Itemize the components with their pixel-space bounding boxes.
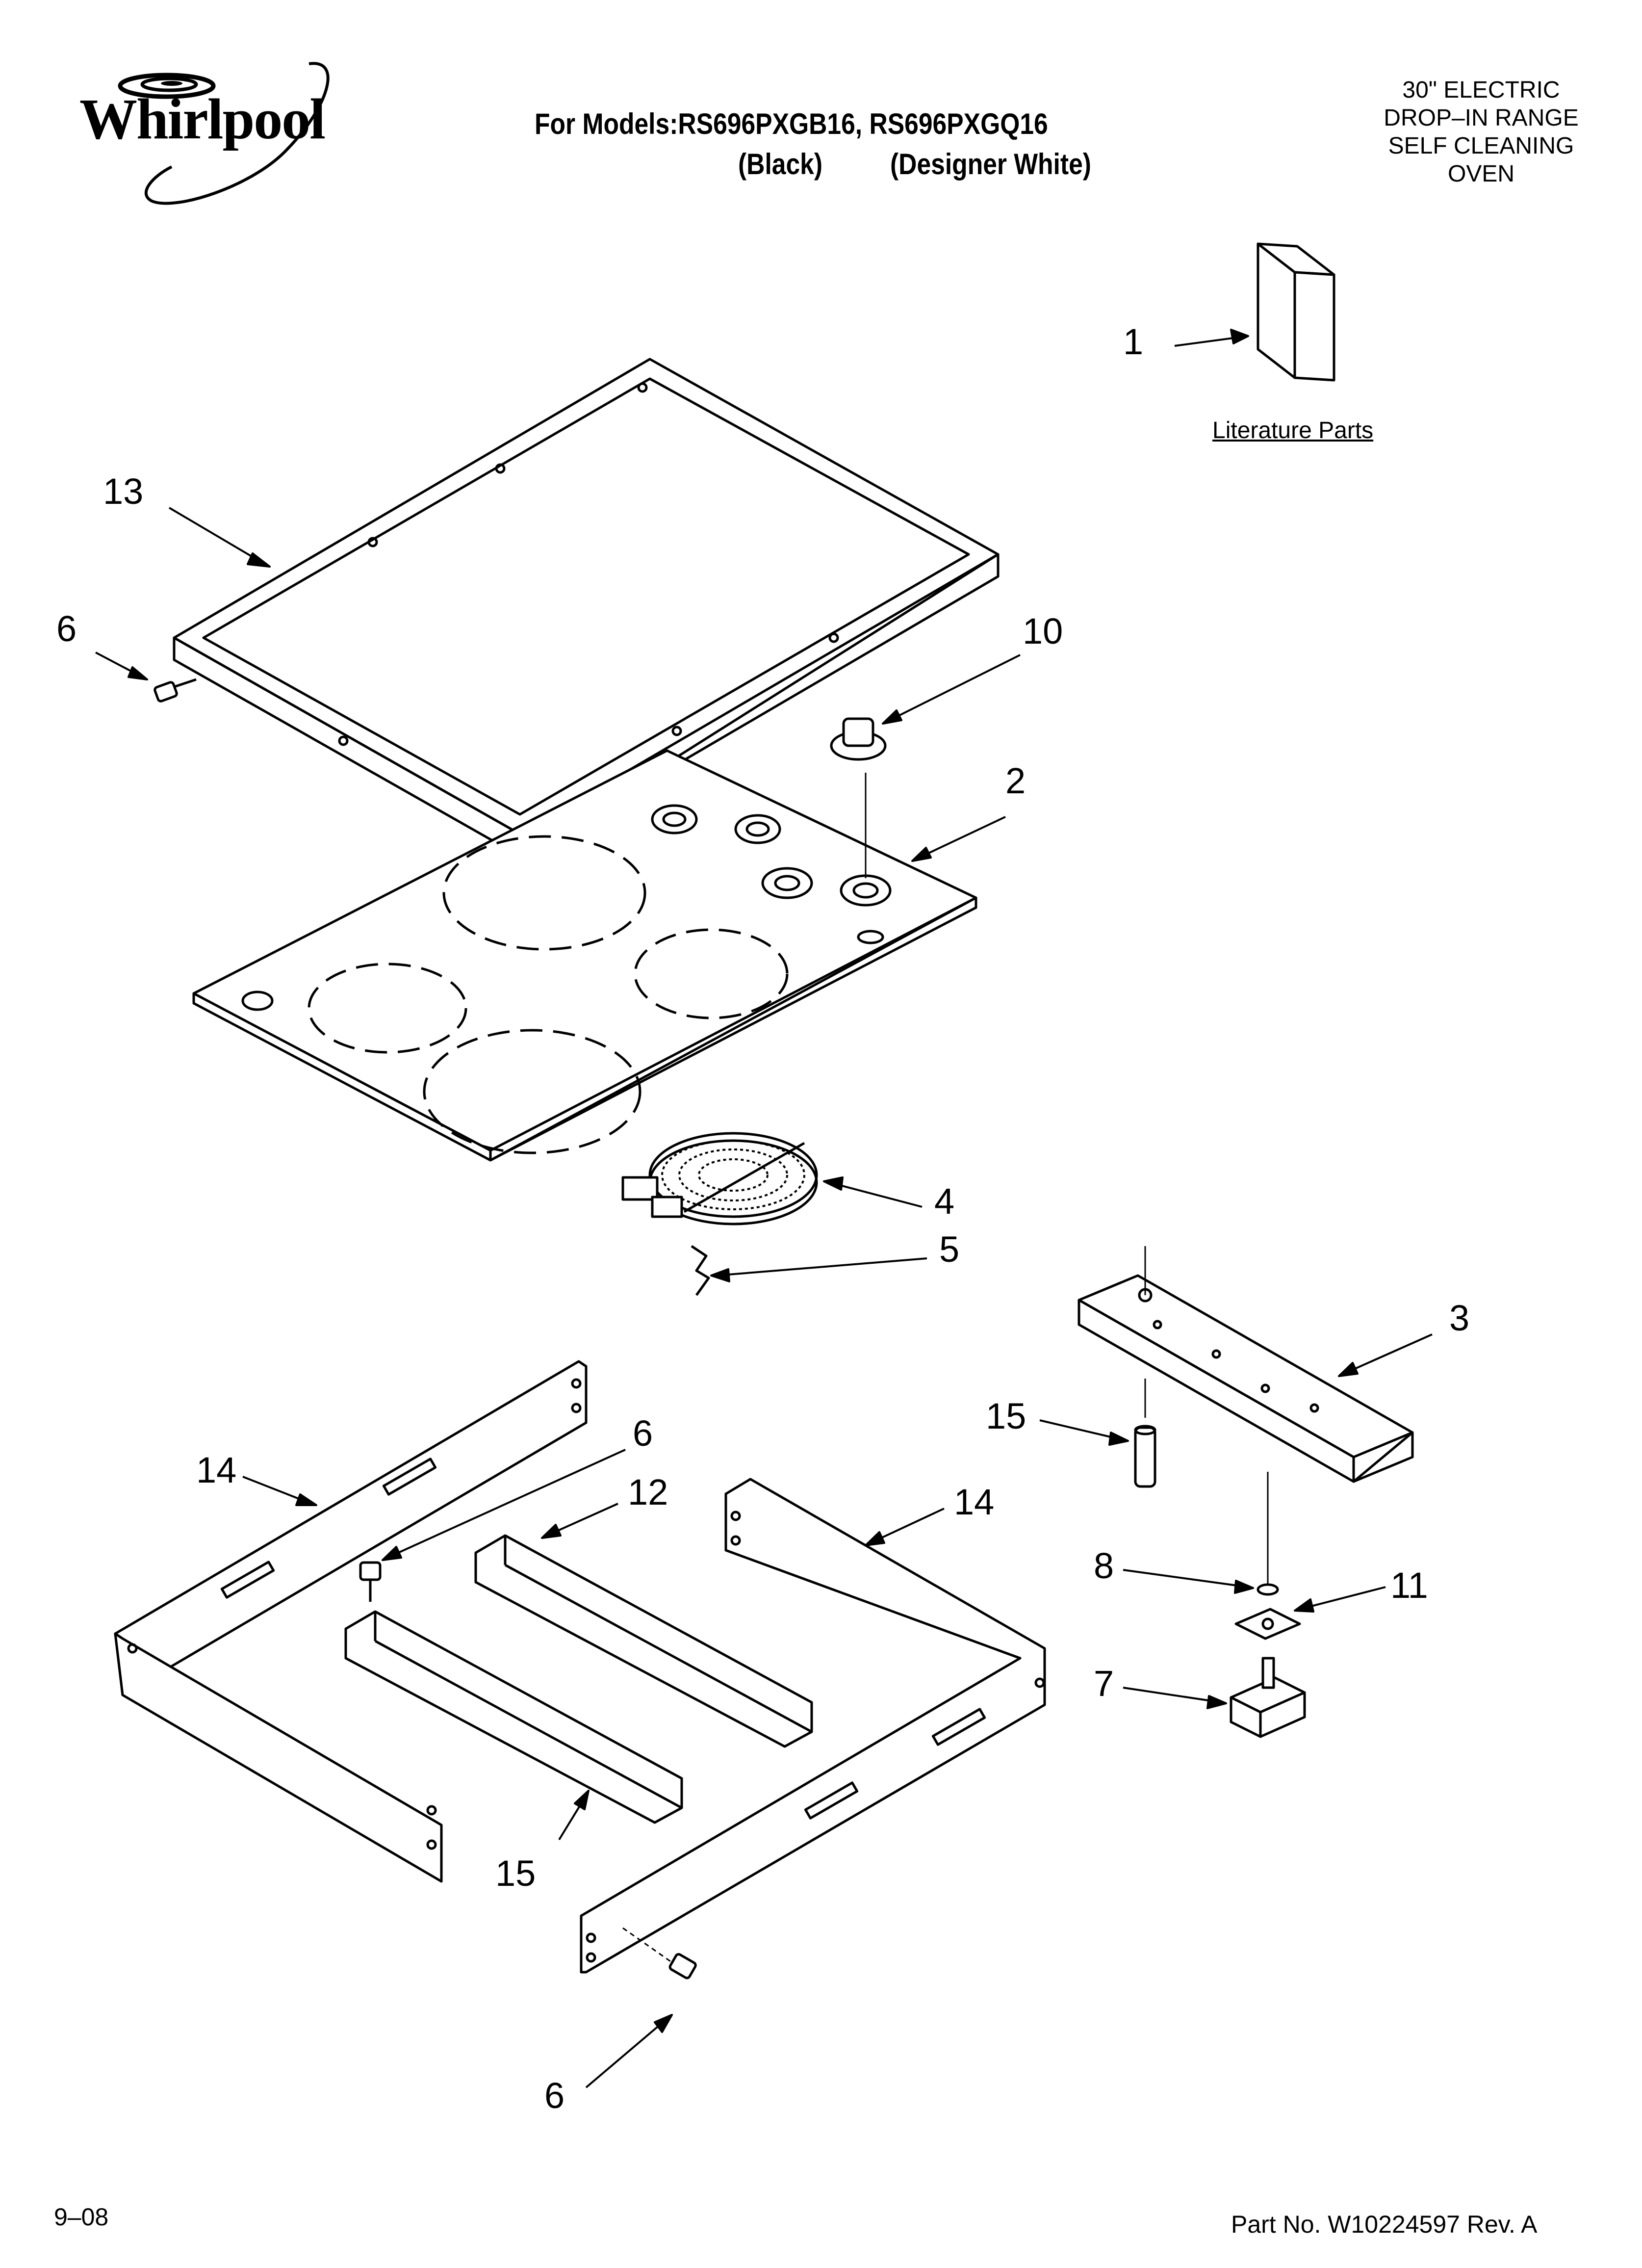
callout-12: 12: [628, 1472, 668, 1512]
side-rail-right: [580, 1478, 1046, 1974]
cooktop-frame: [173, 358, 1000, 858]
callout-14-right: 14: [954, 1482, 995, 1522]
callout-7: 7: [1094, 1663, 1114, 1704]
color-designer-white: (Designer White): [890, 148, 1091, 181]
whirlpool-logo: Whirlpool: [79, 86, 326, 153]
color-black: (Black): [738, 148, 823, 181]
literature-parts-label: Literature Parts: [1212, 417, 1374, 443]
callout-14-left: 14: [196, 1450, 237, 1490]
callout-15-lower: 15: [495, 1853, 536, 1894]
callout-2: 2: [1005, 760, 1026, 801]
switch-assembly: [1230, 1472, 1306, 1738]
element-clip: [691, 1245, 710, 1296]
logo-wordmark: Whirlpool: [79, 87, 326, 151]
screw-top-left: [154, 678, 197, 703]
product-line-2: DROP–IN RANGE: [1384, 105, 1579, 131]
models-line: For Models:RS696PXGB16, RS696PXGQ16: [535, 107, 1048, 140]
footer-date: 9–08: [54, 2203, 109, 2231]
literature-book: [1257, 242, 1335, 382]
callout-3: 3: [1449, 1298, 1470, 1338]
callout-4: 4: [934, 1181, 955, 1222]
callout-11: 11: [1390, 1565, 1428, 1606]
callout-10: 10: [1023, 611, 1063, 652]
callout-6-bottom: 6: [544, 2075, 565, 2116]
support-rail-15: [344, 1610, 683, 1824]
glass-cooktop: [192, 749, 977, 1162]
side-rail-left: [114, 1360, 588, 1883]
control-knob: [830, 717, 887, 878]
radiant-element: [621, 1132, 818, 1225]
callout-13: 13: [103, 471, 144, 512]
product-line-1: 30" ELECTRIC: [1402, 77, 1560, 103]
logo-swirl-icon: [118, 62, 330, 205]
product-line-3: SELF CLEANING: [1388, 133, 1574, 159]
screw-bottom: [622, 1927, 697, 1980]
callout-5: 5: [939, 1229, 960, 1270]
leader-arrows: [95, 329, 1433, 2088]
product-description: 30" ELECTRIC DROP–IN RANGE SELF CLEANING…: [1349, 76, 1614, 188]
callout-6-top: 6: [56, 608, 77, 649]
support-pin: [1134, 1379, 1156, 1488]
footer-part-number: Part No. W10224597 Rev. A: [1231, 2211, 1538, 2238]
callout-1: 1: [1123, 321, 1144, 362]
screw-middle: [359, 1561, 382, 1602]
product-line-4: OVEN: [1447, 161, 1515, 187]
callout-6-middle: 6: [633, 1413, 653, 1454]
callout-15-upper: 15: [986, 1396, 1026, 1436]
callout-8: 8: [1094, 1545, 1114, 1586]
control-bracket: [1078, 1246, 1414, 1483]
support-rail-12: [474, 1534, 813, 1748]
